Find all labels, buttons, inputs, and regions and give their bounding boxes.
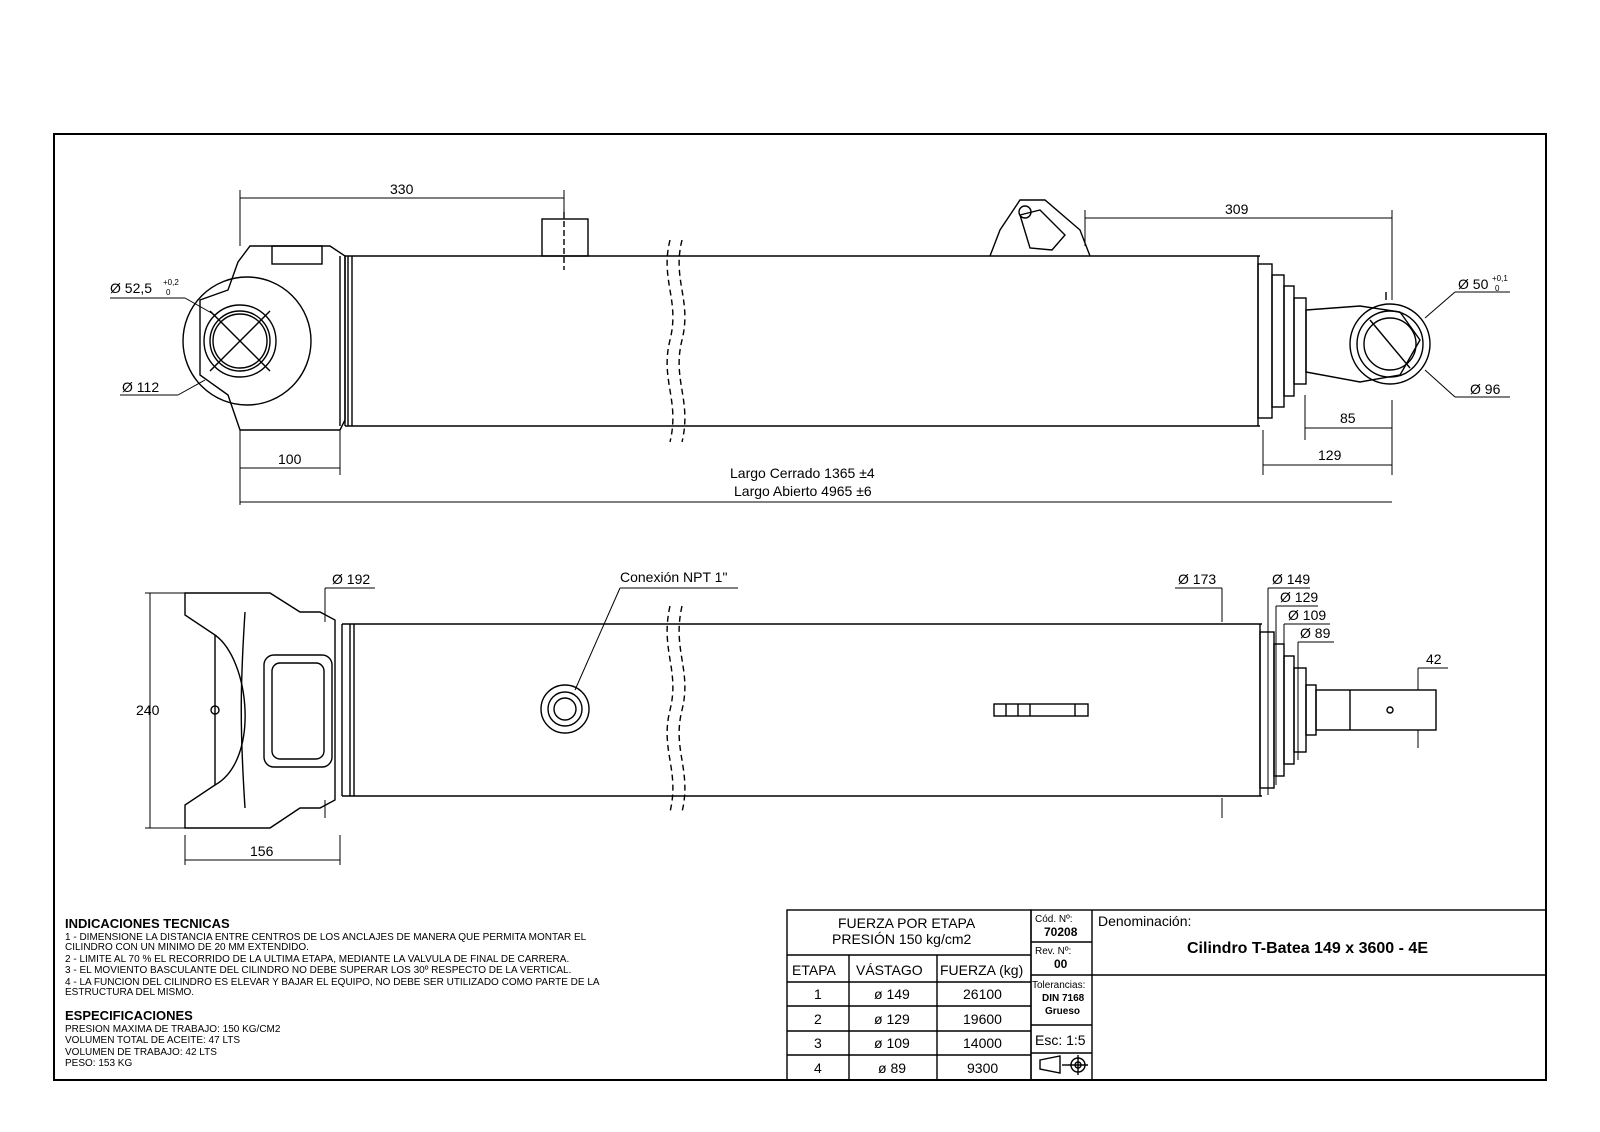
tolerance-standard: DIN 7168 xyxy=(1042,993,1085,1004)
dim-50: Ø 50 xyxy=(1458,276,1489,292)
technical-line: 4 - LA FUNCION DEL CILINDRO ES ELEVAR Y … xyxy=(65,977,600,988)
dim-156: 156 xyxy=(250,843,274,859)
dim-129-stage: Ø 129 xyxy=(1280,589,1318,605)
technical-notes: INDICACIONES TECNICAS 1 - DIMENSIONE LA … xyxy=(65,916,600,1069)
dim-52-5-tol-down: 0 xyxy=(166,288,171,297)
table-cell: ø 129 xyxy=(874,1011,910,1027)
code-label: Cód. Nº: xyxy=(1035,914,1073,925)
bottom-view-dimensions xyxy=(145,587,1448,865)
code-value: 70208 xyxy=(1044,925,1078,939)
npt-connection: Conexión NPT 1" xyxy=(620,569,727,585)
dim-173: Ø 173 xyxy=(1178,571,1216,587)
table-cell: ø 109 xyxy=(874,1035,910,1051)
dim-100: 100 xyxy=(278,451,302,467)
dim-192: Ø 192 xyxy=(332,571,370,587)
table-header: VÁSTAGO xyxy=(856,962,923,978)
table-header: FUERZA (kg) xyxy=(940,962,1023,978)
table-cell: ø 149 xyxy=(874,986,910,1002)
rev-label: Rev. Nº: xyxy=(1035,946,1071,957)
dim-42: 42 xyxy=(1426,651,1442,667)
specs-title: ESPECIFICACIONES xyxy=(65,1008,193,1023)
dim-85: 85 xyxy=(1340,410,1356,426)
table-header: ETAPA xyxy=(792,962,836,978)
table-cell: 2 xyxy=(814,1011,822,1027)
dimension-labels: 330 309 Ø 52,5 +0,2 0 Ø 112 Ø 50 +0,1 0 … xyxy=(110,181,1508,859)
table-cell: 26100 xyxy=(963,986,1002,1002)
table-cell: ø 89 xyxy=(878,1060,906,1076)
technical-line: ESTRUCTURA DEL MISMO. xyxy=(65,987,194,998)
specs-line: PESO: 153 KG xyxy=(65,1058,132,1069)
force-table-text: FUERZA POR ETAPA PRESIÓN 150 kg/cm2 ETAP… xyxy=(792,915,1023,1076)
table-cell: 19600 xyxy=(963,1011,1002,1027)
open-length: Largo Abierto 4965 ±6 xyxy=(734,483,872,499)
table-cell: 1 xyxy=(814,986,822,1002)
top-view xyxy=(182,199,1431,443)
top-view-dimensions xyxy=(110,190,1510,505)
specs-line: VOLUMEN TOTAL DE ACEITE: 47 LTS xyxy=(65,1035,240,1046)
drawing-title: Cilindro T-Batea 149 x 3600 - 4E xyxy=(1187,940,1428,957)
table-cell: 4 xyxy=(814,1060,822,1076)
dim-89: Ø 89 xyxy=(1300,625,1331,641)
dim-149: Ø 149 xyxy=(1272,571,1310,587)
bottom-view xyxy=(184,592,1437,829)
technical-line: 1 - DIMENSIONE LA DISTANCIA ENTRE CENTRO… xyxy=(65,932,587,943)
rev-value: 00 xyxy=(1054,957,1068,971)
tolerance-class: Grueso xyxy=(1045,1006,1080,1017)
dim-50-tol-down: 0 xyxy=(1495,284,1500,293)
denomination-label: Denominación: xyxy=(1098,913,1191,929)
specs-line: VOLUMEN DE TRABAJO: 42 LTS xyxy=(65,1047,217,1058)
dim-309: 309 xyxy=(1225,201,1249,217)
dim-129: 129 xyxy=(1318,447,1342,463)
closed-length: Largo Cerrado 1365 ±4 xyxy=(730,465,875,481)
technical-line: CILINDRO CON UN MINIMO DE 20 MM EXTENDID… xyxy=(65,942,309,953)
specs-line: PRESION MAXIMA DE TRABAJO: 150 KG/CM2 xyxy=(65,1024,281,1035)
dim-50-tol-up: +0,1 xyxy=(1492,274,1508,283)
title-block-text: Cód. Nº: 70208 Rev. Nº: 00 Tolerancias: … xyxy=(1032,913,1428,1048)
dim-240: 240 xyxy=(136,702,160,718)
table-cell: 14000 xyxy=(963,1035,1002,1051)
table-cell: 3 xyxy=(814,1035,822,1051)
tolerance-label: Tolerancias: xyxy=(1032,980,1085,991)
technical-line: 2 - LIMITE AL 70 % EL RECORRIDO DE LA UL… xyxy=(65,954,569,965)
dim-109: Ø 109 xyxy=(1288,607,1326,623)
technical-title: INDICACIONES TECNICAS xyxy=(65,916,230,931)
technical-line: 3 - EL MOVIENTO BASCULANTE DEL CILINDRO … xyxy=(65,965,571,976)
dim-112: Ø 112 xyxy=(122,379,159,395)
dim-52-5-tol-up: +0,2 xyxy=(163,278,179,287)
dim-96: Ø 96 xyxy=(1470,381,1501,397)
force-table-title: FUERZA POR ETAPA xyxy=(838,915,976,931)
table-cell: 9300 xyxy=(967,1060,998,1076)
title-block xyxy=(1030,909,1547,1081)
dim-52-5: Ø 52,5 xyxy=(110,280,152,296)
dim-330: 330 xyxy=(390,181,414,197)
scale: Esc: 1:5 xyxy=(1035,1032,1086,1048)
force-table xyxy=(786,909,1032,1081)
force-table-subtitle: PRESIÓN 150 kg/cm2 xyxy=(832,931,971,947)
